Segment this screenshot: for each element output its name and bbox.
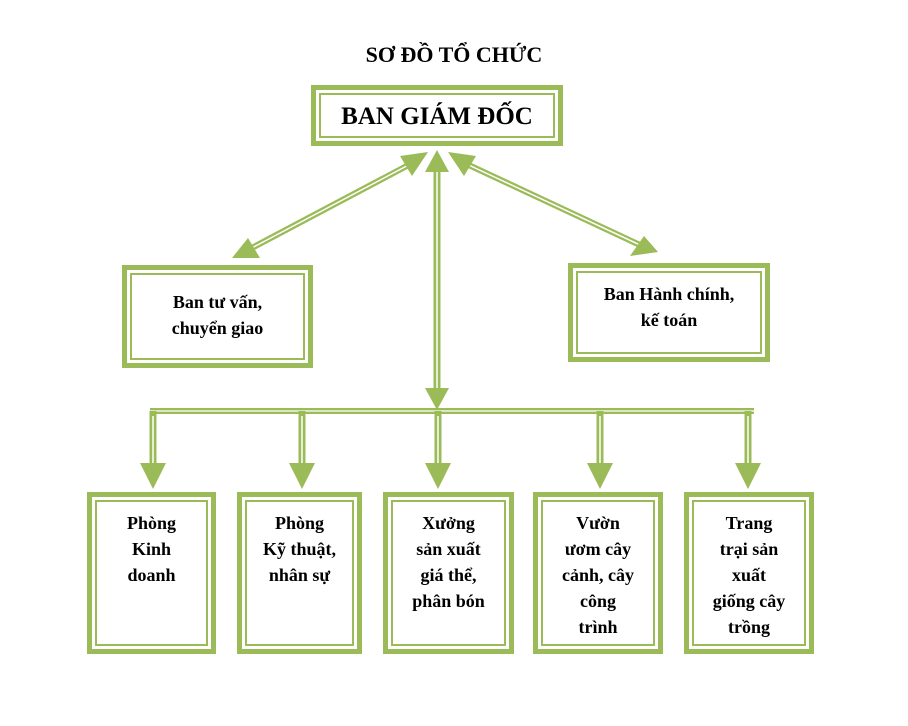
node-ban-giam-doc: BAN GIÁM ĐỐC	[311, 85, 563, 146]
label-line: Vườn	[576, 513, 620, 533]
label-line: xuất	[731, 565, 766, 585]
arrowhead	[735, 463, 761, 489]
node-label: Ban Hành chính, kế toán	[576, 271, 762, 354]
label-line: trồng	[728, 617, 770, 637]
node-ban-hanh-chinh: Ban Hành chính, kế toán	[568, 263, 770, 362]
label-line: Phòng	[126, 513, 177, 533]
label-line: kế toán	[640, 310, 698, 330]
node-department: Trang trại sản xuất giống cây trồng	[684, 492, 814, 654]
arrowhead	[232, 238, 260, 258]
node-label: Vườn ươm cây cảnh, cây công trình	[541, 500, 655, 646]
node-label: Xưởng sản xuất giá thể, phân bón	[391, 500, 506, 646]
node-department: Vườn ươm cây cảnh, cây công trình	[533, 492, 663, 654]
label-line: giống cây	[712, 591, 786, 611]
node-department: Phòng Kỹ thuật, nhân sự	[237, 492, 362, 654]
node-label: Ban tư vấn, chuyển giao	[130, 273, 305, 360]
label-line: trại sản	[719, 539, 779, 559]
chart-title: SƠ ĐỒ TỔ CHỨC	[365, 42, 543, 67]
arrowhead	[587, 463, 613, 489]
arrowhead	[425, 463, 451, 489]
label-line: công	[580, 591, 616, 611]
label-line: ươm cây	[564, 539, 632, 559]
label-line: Kỹ thuật,	[262, 539, 336, 559]
label-line: doanh	[127, 565, 176, 585]
label-line: Ban tư vấn,	[172, 292, 263, 312]
node-label: Phòng Kỹ thuật, nhân sự	[245, 500, 354, 646]
arrowhead	[425, 150, 449, 172]
node-label: BAN GIÁM ĐỐC	[319, 93, 555, 138]
label-line: chuyển giao	[171, 318, 264, 338]
arrowhead	[425, 388, 449, 410]
arrowhead	[400, 152, 428, 176]
node-label: Trang trại sản xuất giống cây trồng	[692, 500, 806, 646]
label-line: Phòng	[274, 513, 325, 533]
label-line: Kinh	[131, 539, 172, 559]
label-line: Ban Hành chính,	[603, 284, 735, 304]
label-line: Xưởng	[422, 513, 475, 533]
label-line: phân bón	[412, 591, 485, 611]
label-line: trình	[578, 617, 618, 637]
node-department: Xưởng sản xuất giá thể, phân bón	[383, 492, 514, 654]
arrowhead	[140, 463, 166, 489]
label-line: giá thể,	[420, 565, 477, 585]
arrowhead	[448, 152, 476, 176]
label-line: sản xuất	[416, 539, 481, 559]
label-line: cảnh, cây	[562, 565, 634, 585]
arrowhead	[630, 236, 658, 256]
label-line: nhân sự	[268, 565, 331, 585]
arrowhead	[289, 463, 315, 489]
node-ban-tu-van: Ban tư vấn, chuyển giao	[122, 265, 313, 368]
label-line: Trang	[725, 513, 773, 533]
